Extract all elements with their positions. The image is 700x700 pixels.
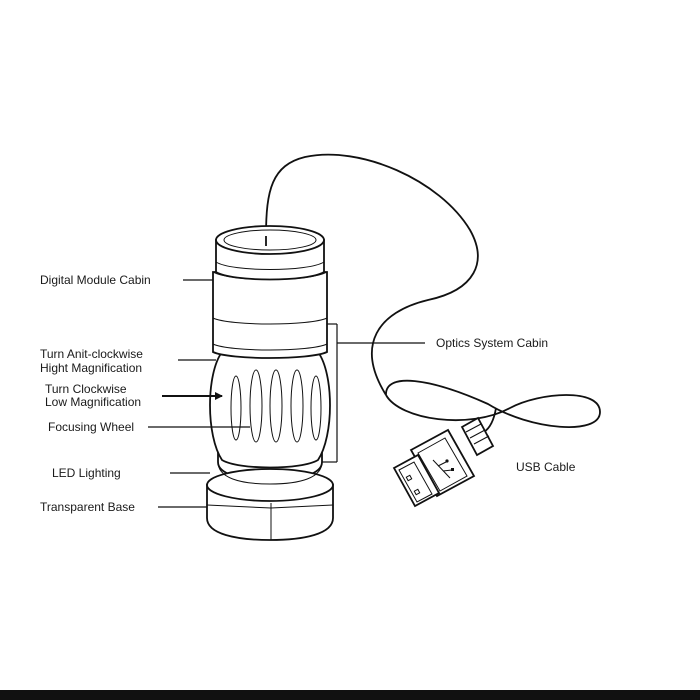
usb-connector (392, 453, 441, 508)
label-digital-module-cabin: Digital Module Cabin (40, 273, 151, 287)
cable-from-top (265, 153, 479, 396)
label-focusing-wheel: Focusing Wheel (48, 420, 134, 434)
label-turn-anticlockwise-1: Turn Anit-clockwise (40, 347, 143, 361)
cable-loop (385, 379, 601, 428)
usb-plug (392, 416, 495, 508)
base-top-ellipse (206, 468, 334, 502)
bottom-border (0, 690, 700, 700)
optics-cabin (212, 271, 328, 359)
usb-symbol-icon (432, 459, 454, 479)
label-turn-anticlockwise-2: Hight Magnification (40, 361, 142, 375)
label-turn-clockwise-1: Turn Clockwise (45, 382, 127, 396)
top-cap-outer (215, 225, 325, 255)
focusing-wheel-grooves (230, 369, 322, 443)
label-usb-cable: USB Cable (516, 460, 576, 474)
label-optics-system-cabin: Optics System Cabin (436, 336, 548, 350)
usb-strain-relief (460, 416, 495, 457)
label-led-lighting: LED Lighting (52, 466, 121, 480)
top-cap-inner (223, 229, 317, 251)
optics-bracket (322, 323, 425, 463)
cable-to-plug (483, 407, 497, 433)
label-transparent-base: Transparent Base (40, 500, 135, 514)
microscope-body (206, 225, 334, 541)
label-turn-clockwise-2: Low Magnification (45, 395, 141, 409)
